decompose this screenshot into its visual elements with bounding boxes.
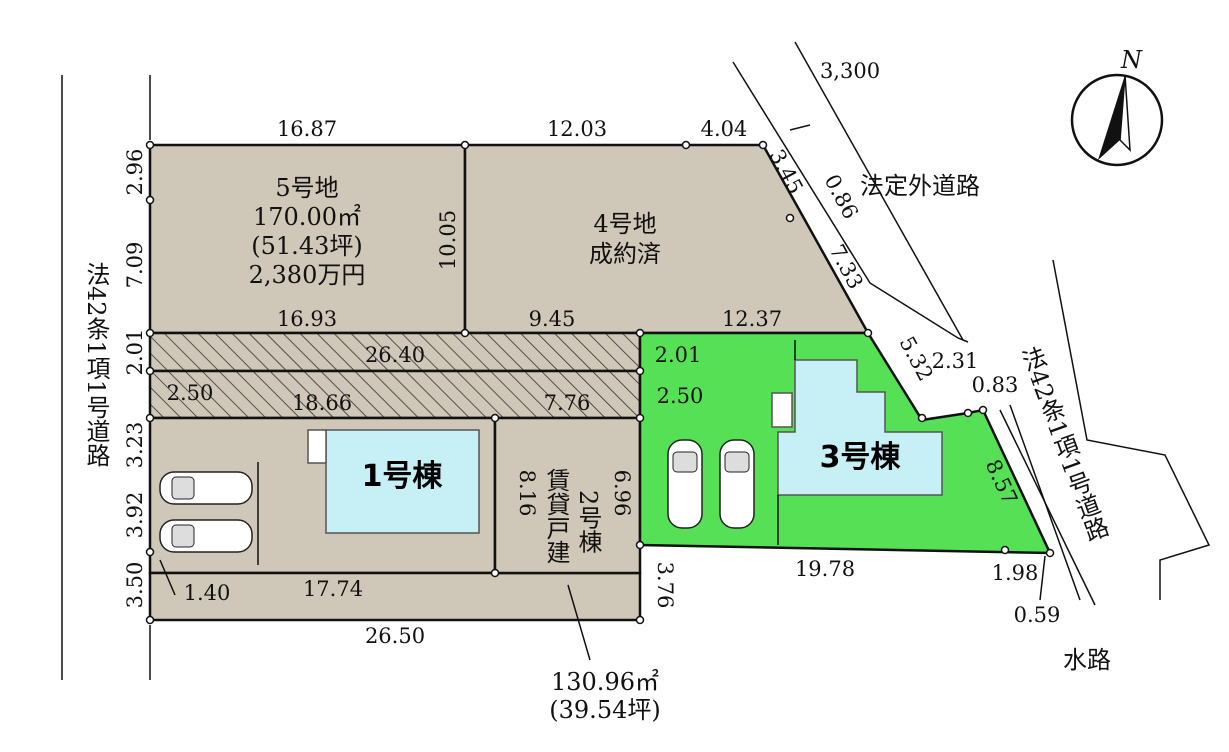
outside-road-right-edge	[794, 41, 964, 341]
dim-3-notch-right: 0.83	[972, 373, 1019, 397]
waterway-label: 水路	[1063, 646, 1111, 674]
dim-lot-2-left: 8.16	[515, 470, 539, 517]
lot-2-area-tsubo: (39.54坪)	[549, 696, 660, 724]
dim-3-bottom: 19.78	[795, 557, 855, 581]
dim-left-2: 7.09	[123, 242, 147, 289]
dim-3-bottom-right: 1.98	[992, 561, 1039, 585]
dim-outside-road-width: 3,300	[820, 59, 880, 83]
building-1	[325, 429, 480, 534]
area-leader-line	[567, 584, 591, 661]
lot-5-area-sqm: 170.00㎡	[253, 203, 361, 231]
dim-corner-offset: 0.59	[1014, 603, 1061, 627]
lot-bottom-strip	[148, 571, 642, 622]
dim-1-offset: 1.40	[184, 581, 231, 605]
building-3-label: 3号棟	[820, 440, 902, 475]
dim-5-top: 16.87	[277, 117, 337, 141]
lot-5-price: 2,380万円	[249, 261, 366, 289]
left-road-label: 法42条1項1号道路	[82, 262, 110, 467]
lot-2-type: 賃貸戸建	[542, 468, 570, 564]
dim-left-1: 2.96	[123, 149, 147, 196]
lot-4-status: 成約済	[589, 240, 661, 268]
dim-1-bottom: 17.74	[303, 577, 363, 601]
dim-4-bottom-right: 12.37	[722, 307, 782, 331]
lot-2	[493, 416, 642, 575]
north-compass-icon	[1070, 73, 1164, 167]
dim-left-3: 2.01	[123, 329, 147, 376]
car-icon	[719, 439, 755, 529]
dim-strip-lower: 18.66	[292, 391, 352, 415]
lot-2-title: 2号棟	[574, 490, 602, 553]
width-leader-line	[789, 124, 811, 131]
building-1-porch	[307, 429, 327, 464]
lot-5-title: 5号地	[275, 174, 338, 202]
dim-4-top: 12.03	[547, 117, 607, 141]
dim-3-top-left: 2.01	[655, 343, 702, 367]
dim-left-5: 3.92	[123, 492, 147, 539]
dim-lot-2-bottom: 3.76	[653, 562, 677, 609]
dim-3-mid-left: 2.50	[657, 384, 704, 408]
north-label: N	[1120, 46, 1143, 74]
dim-strip-offset: 2.50	[167, 381, 214, 405]
dim-lot-divider: 10.05	[436, 210, 460, 270]
dim-left-4: 3.23	[123, 422, 147, 469]
car-icon	[159, 519, 253, 553]
dim-3-notch: 2.31	[932, 349, 979, 373]
access-strip-upper	[148, 331, 642, 373]
lot-5-area-tsubo: (51.43坪)	[251, 232, 362, 260]
dim-strip-lower-right: 7.76	[544, 391, 591, 415]
lot-4-title: 4号地	[593, 210, 656, 238]
lot-4	[463, 143, 871, 335]
dim-4-bottom: 9.45	[529, 307, 576, 331]
right-road-edge	[1052, 259, 1211, 600]
boundary-points	[145, 140, 1055, 625]
lot-2-area-sqm: 130.96㎡	[551, 668, 659, 696]
dim-4-top-right: 4.04	[701, 117, 748, 141]
dim-left-6: 3.50	[123, 562, 147, 609]
offset-leader-line-left	[159, 559, 176, 596]
dim-diag-2: 0.86	[820, 170, 863, 223]
access-strip-lower	[148, 369, 642, 420]
offset-leader-line	[1039, 555, 1046, 601]
dim-strip-upper: 26.40	[365, 343, 425, 367]
dim-bottom-total: 26.50	[365, 624, 425, 648]
car-icon	[667, 439, 703, 529]
building-3-porch	[771, 392, 793, 428]
dim-5-bottom: 16.93	[277, 307, 337, 331]
dim-lot-2-right: 6.96	[610, 470, 634, 517]
building-1-label: 1号棟	[362, 459, 444, 494]
building-3	[777, 359, 943, 496]
outside-road-label: 法定外道路	[860, 172, 980, 200]
waterway-line-2	[1009, 404, 1081, 601]
car-icon	[159, 471, 253, 505]
